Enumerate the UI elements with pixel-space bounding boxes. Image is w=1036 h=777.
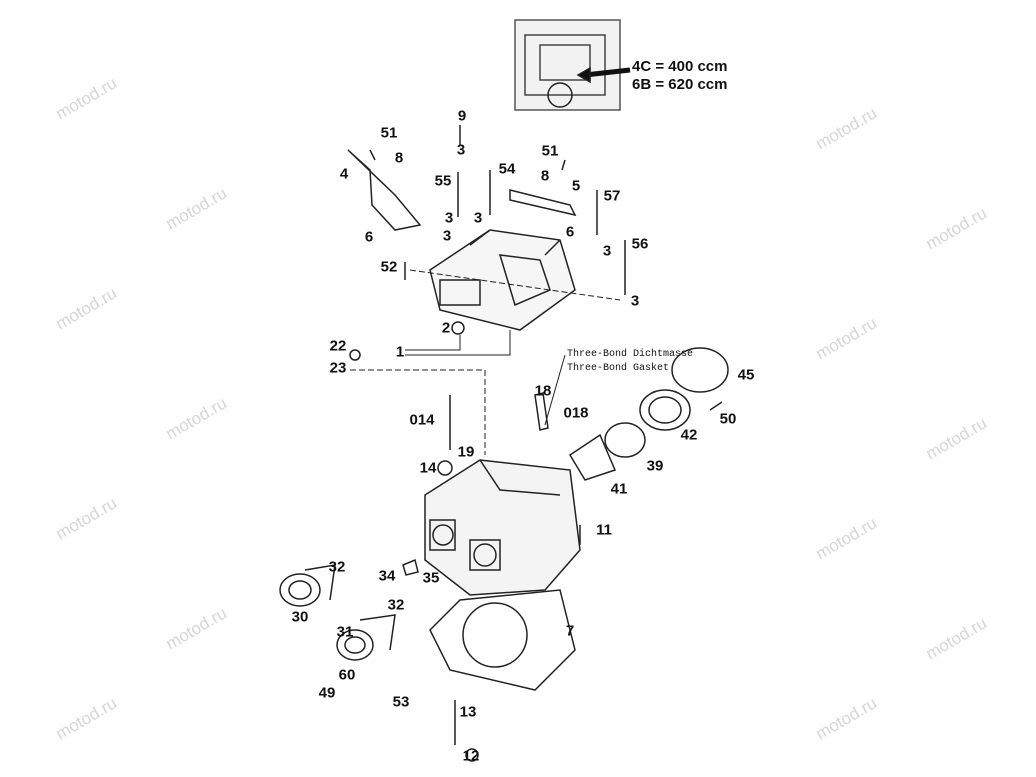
part-number-label: 53 — [392, 693, 410, 711]
part-number-label: 12 — [462, 747, 480, 765]
part-number-label: 34 — [378, 567, 396, 585]
part-number-label: 3 — [442, 227, 452, 245]
part-number-label: 52 — [380, 258, 398, 276]
part-number-label: 41 — [610, 480, 628, 498]
part-number-label: 32 — [387, 596, 405, 614]
part-number-label: 3 — [473, 209, 483, 227]
part-number-label: 50 — [719, 410, 737, 428]
part-number-label: 3 — [602, 242, 612, 260]
note-gasket: Three-Bond Gasket — [567, 363, 670, 374]
leader-lines — [350, 269, 621, 455]
part-number-label: 32 — [328, 558, 346, 576]
part-number-label: 11 — [596, 521, 612, 539]
part-number-label: 3 — [456, 141, 466, 159]
valve-cover — [429, 229, 576, 331]
part-number-label: 56 — [631, 235, 649, 253]
part-number-label: 51 — [380, 124, 398, 142]
inset-label-6b: 6B = 620 ccm — [632, 76, 728, 93]
part-number-label: 7 — [565, 622, 575, 640]
part-number-label: 1 — [395, 343, 405, 361]
inset-label-4c: 4C = 400 ccm — [632, 58, 728, 75]
part-number-label: 4 — [339, 165, 349, 183]
part-number-label: 6 — [565, 223, 575, 241]
part-number-label: 60 — [338, 666, 356, 684]
part-number-label: 22 — [329, 337, 347, 355]
head-gasket — [429, 589, 576, 691]
note-dichtmasse: Three-Bond Dichtmasse — [567, 349, 694, 360]
part-number-label: 19 — [457, 443, 475, 461]
engine-inset — [514, 19, 631, 111]
part-number-label: 54 — [498, 160, 516, 178]
part-number-label: 18 — [534, 382, 552, 400]
part-number-label: 9 — [457, 107, 467, 125]
part-number-label: 13 — [459, 703, 477, 721]
part-number-label: 35 — [422, 569, 440, 587]
exhaust-flanges — [279, 564, 396, 661]
part-number-label: 51 — [541, 142, 559, 160]
intake-parts — [568, 347, 729, 481]
part-number-label: 55 — [434, 172, 452, 190]
part-number-label: 31 — [336, 623, 354, 641]
part-number-label: 8 — [540, 167, 550, 185]
part-number-label: 3 — [630, 292, 640, 310]
part-number-label: 39 — [646, 457, 664, 475]
part-number-label: 23 — [329, 359, 347, 377]
part-number-label: 2 — [441, 319, 451, 337]
part-number-label: 6 — [364, 228, 374, 246]
part-number-label: 5 — [571, 177, 581, 195]
part-number-label: 8 — [394, 149, 404, 167]
bolts-and-studs — [347, 125, 626, 762]
cylinder-head — [424, 459, 581, 596]
part-number-label: 018 — [563, 404, 589, 422]
part-number-label: 014 — [409, 411, 435, 429]
part-number-label: 14 — [419, 459, 437, 477]
part-number-label: 30 — [291, 608, 309, 626]
part-number-label: 45 — [737, 366, 755, 384]
part-number-label: 42 — [680, 426, 698, 444]
part-number-label: 49 — [318, 684, 336, 702]
part-number-label: 57 — [603, 187, 621, 205]
part-number-label: 3 — [444, 209, 454, 227]
